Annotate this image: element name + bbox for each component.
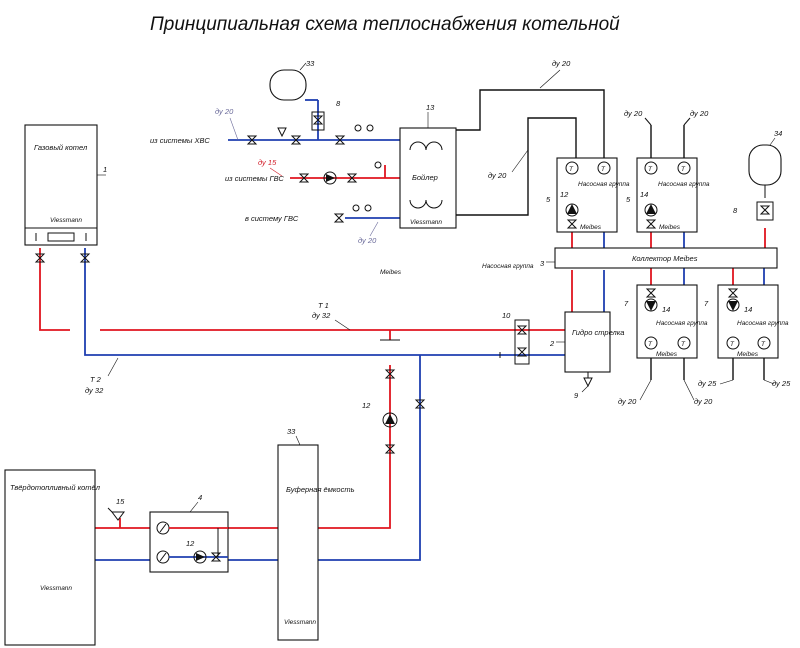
- svg-text:T: T: [681, 166, 686, 173]
- num-33-label: 33: [306, 59, 315, 68]
- num-8-right: 8: [733, 206, 738, 215]
- t1-size: ду 32: [312, 311, 331, 320]
- pump-group-brand-b: Meibes: [659, 224, 681, 231]
- pump-group-label-a: Насосная группа: [578, 181, 630, 188]
- dhw-boiler-brand: Viessmann: [410, 219, 442, 226]
- gas-boiler: Газовый котел Viessmann 1: [24, 124, 107, 263]
- num-11-a: 12: [560, 190, 569, 199]
- pump-group-lower-d: 14 Насосная группа T T Meibes 7: [704, 284, 789, 359]
- pump-group-label-d: Насосная группа: [737, 320, 789, 327]
- loop-size-2: ду 20: [488, 171, 507, 180]
- t2-size: ду 32: [85, 386, 104, 395]
- num-1: 1: [103, 165, 107, 174]
- pump-group-label-c: Насосная группа: [656, 320, 708, 327]
- hot-out-label: в систему ГВС: [245, 214, 299, 223]
- num-34: 34: [774, 129, 782, 138]
- num-14: 15: [116, 497, 125, 506]
- pump-group-upper-b: T T Насосная группа Meibes 5 14: [626, 157, 710, 233]
- num-12-d: 14: [744, 305, 752, 314]
- collector-label: Коллектор Meibes: [632, 254, 698, 263]
- floating-labels: Meibes Насосная группа: [380, 263, 534, 276]
- dhw-boiler: Бойлер Viessmann 13: [399, 103, 457, 229]
- pump-group-upper-a: T T Насосная группа Meibes 5 12: [546, 157, 630, 233]
- out-size-2: ду 20: [694, 397, 713, 406]
- svg-text:T: T: [761, 341, 766, 348]
- top-size-labels: ду 20 ду 20 ду 20 ду 20: [488, 59, 709, 180]
- pump-group-label-b: Насосная группа: [658, 181, 710, 188]
- out-size-1: ду 20: [618, 397, 637, 406]
- num-3: 3: [540, 259, 545, 268]
- num-12-c: 14: [662, 305, 670, 314]
- meibes-floating: Meibes: [380, 269, 402, 276]
- collector: Коллектор Meibes 3: [540, 247, 778, 269]
- out-size-3: ду 25: [698, 379, 717, 388]
- num-13: 13: [426, 103, 435, 112]
- num-10: 10: [502, 311, 511, 320]
- num-2: 2: [549, 339, 555, 348]
- out-size-4: ду 25: [772, 379, 791, 388]
- t2-label: Т 2: [90, 375, 102, 384]
- pump-group-4: 4 12: [149, 493, 229, 573]
- svg-text:T: T: [648, 341, 653, 348]
- cold-in-size: ду 20: [215, 107, 234, 116]
- svg-text:T: T: [601, 166, 606, 173]
- svg-text:T: T: [730, 341, 735, 348]
- num-12-b: 14: [640, 190, 648, 199]
- num-5-b: 5: [626, 195, 631, 204]
- pump-group-brand-d: Meibes: [737, 351, 759, 358]
- pump-group-brand-a: Meibes: [580, 224, 602, 231]
- svg-text:T: T: [681, 341, 686, 348]
- pump-group-lower-c: 14 Насосная группа T T Meibes 7: [624, 284, 708, 359]
- return-pipes: [84, 99, 765, 561]
- pump-group-floating: Насосная группа: [482, 263, 534, 270]
- expansion-tank-34: 34 8: [733, 129, 782, 221]
- bottom-size-labels: ду 20 ду 20 ду 25 ду 25: [618, 379, 791, 406]
- valve-10: 10: [499, 311, 530, 365]
- hot-in-label: из системы ГВС: [225, 174, 284, 183]
- group-size-2: ду 20: [690, 109, 709, 118]
- hot-out-size: ду 20: [358, 236, 377, 245]
- svg-text:T: T: [648, 166, 653, 173]
- group-size-1: ду 20: [624, 109, 643, 118]
- solid-boiler-label: Твёрдотопливный котёл: [10, 483, 101, 492]
- loop-pipes: [456, 89, 765, 380]
- buffer-tank: Буферная ёмкость Viessmann 33: [277, 427, 355, 641]
- solid-boiler-brand: Viessmann: [40, 585, 72, 592]
- buffer-tank-label: Буферная ёмкость: [286, 485, 355, 494]
- diagram-title: Принципиальная схема теплоснабжения коте…: [150, 14, 620, 35]
- num-5-a: 5: [546, 195, 551, 204]
- num-9: 9: [574, 391, 579, 400]
- num-15: 33: [287, 427, 296, 436]
- loop-size-1: ду 20: [552, 59, 571, 68]
- svg-text:T: T: [569, 166, 574, 173]
- num-11-lower: 12: [186, 539, 195, 548]
- supply-pipes: [39, 165, 766, 529]
- buffer-tank-brand: Viessmann: [284, 619, 316, 626]
- gas-boiler-brand: Viessmann: [50, 217, 82, 224]
- pump-group-brand-c: Meibes: [656, 351, 678, 358]
- hot-in-size: ду 15: [258, 158, 277, 167]
- gas-boiler-label: Газовый котел: [34, 143, 88, 152]
- num-7-d: 7: [704, 299, 709, 308]
- safety-valve-14: 15: [107, 497, 125, 521]
- pump-11-riser: 12: [362, 369, 426, 454]
- dhw-lines: из системы ХВС ду 20 из системы ГВС ду 1…: [150, 107, 382, 245]
- solid-fuel-boiler: Твёрдотопливный котёл Viessmann: [4, 469, 101, 646]
- hydro-separator: Гидро стрелка 2 9: [549, 311, 624, 400]
- num-11-riser: 12: [362, 401, 371, 410]
- num-7-c: 7: [624, 299, 629, 308]
- t1-label: Т 1: [318, 301, 329, 310]
- num-8-upper: 8: [336, 99, 341, 108]
- main-labels: Т 1 ду 32 Т 2 ду 32: [85, 301, 351, 395]
- num-4: 4: [198, 493, 202, 502]
- dhw-boiler-label: Бойлер: [412, 173, 438, 182]
- expansion-tank-33: 33 33 8: [269, 59, 341, 131]
- cold-in-label: из системы ХВС: [150, 136, 210, 145]
- hydro-label: Гидро стрелка: [572, 328, 624, 337]
